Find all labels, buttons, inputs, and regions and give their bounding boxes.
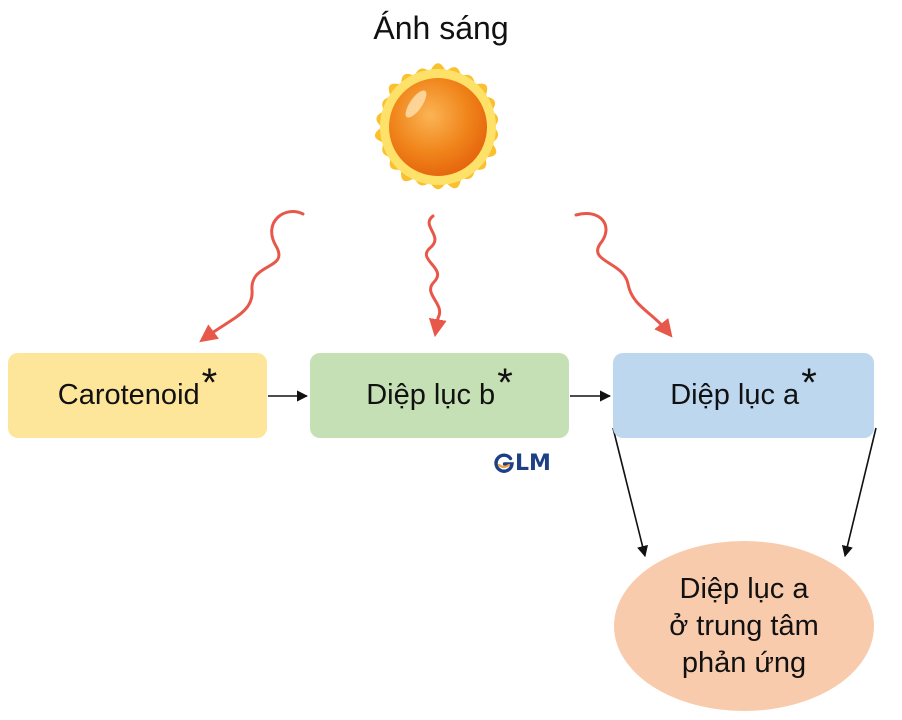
reaction-center-line-3: phản ứng xyxy=(681,646,807,679)
light-arrow-to-chlorophyll-a xyxy=(574,212,673,338)
chlorophyll-a-label: Diệp lục a xyxy=(670,379,800,411)
reaction-center-line-2: ở trung tâm xyxy=(669,609,819,642)
chlorophyll-a-asterisk: * xyxy=(801,361,817,405)
flow-arrow-chlorophyll-a-to-reaction-center-left xyxy=(612,427,648,558)
logo-g-icon xyxy=(494,453,514,473)
logo-text: LM xyxy=(515,450,551,476)
carotenoid-label: Carotenoid xyxy=(57,379,200,411)
light-title: Ánh sáng xyxy=(373,10,509,46)
reaction-center-line-1: Diệp lục a xyxy=(679,572,809,605)
olm-logo: LM xyxy=(494,448,551,478)
light-arrow-to-chlorophyll-b xyxy=(424,214,447,338)
flow-arrow-chlorophyll-a-to-reaction-center-right xyxy=(841,427,877,558)
chlorophyll-b-box: Diệp lục b * xyxy=(310,353,569,438)
sun-highlight-shape xyxy=(405,90,427,118)
carotenoid-box: Carotenoid * xyxy=(8,353,267,438)
chlorophyll-b-asterisk: * xyxy=(497,361,513,405)
light-arrow-to-carotenoid xyxy=(199,210,305,343)
chlorophyll-a-box: Diệp lục a * xyxy=(613,353,874,438)
chlorophyll-b-label: Diệp lục b xyxy=(366,379,496,411)
reaction-center-ellipse: Diệp lục a ở trung tâm phản ứng xyxy=(614,541,874,711)
carotenoid-asterisk: * xyxy=(201,361,218,405)
